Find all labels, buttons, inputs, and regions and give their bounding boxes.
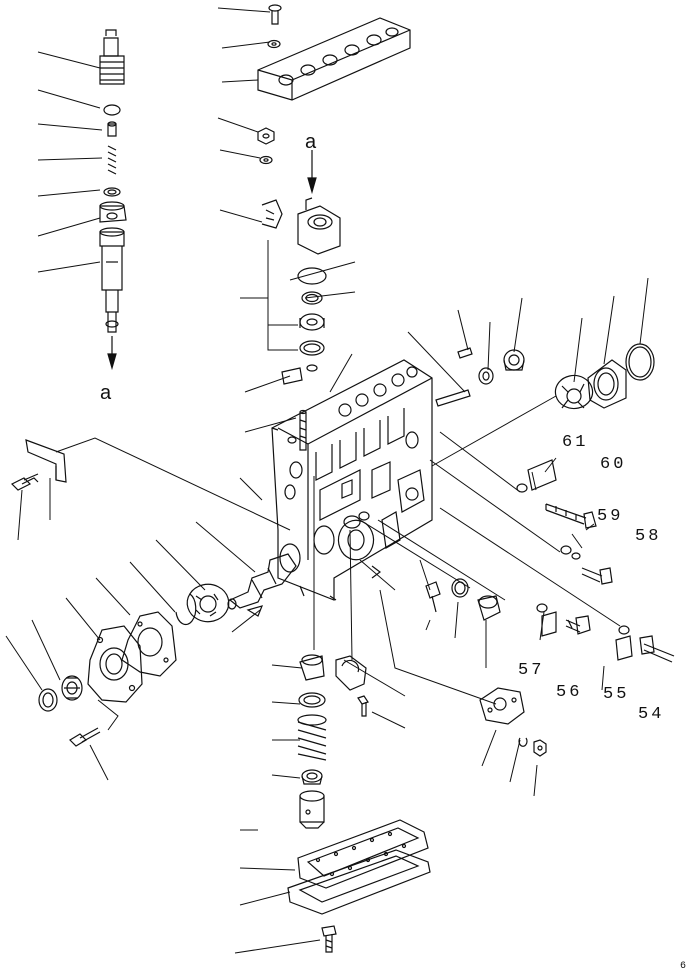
bearing-cover: [87, 625, 143, 703]
arrow-a-top: [307, 150, 317, 195]
leader-lines: [5, 7, 649, 954]
bolt-bottom: [321, 925, 337, 953]
washer-61: [516, 459, 557, 493]
callout-56: 56: [556, 683, 583, 702]
bolt-cover: [69, 727, 101, 747]
tappet-roller: [299, 790, 325, 829]
callout-59: 59: [597, 507, 624, 526]
spring-seat: [298, 692, 326, 708]
bolt-56: [565, 615, 591, 635]
washer-59: [560, 545, 581, 560]
o-ring-left: [38, 688, 58, 712]
cover-gasket: [121, 611, 177, 677]
bracket-clamp: [261, 199, 283, 229]
nut-and-washer: [257, 127, 275, 165]
ring-small: [478, 367, 494, 385]
callout-54: 54: [638, 705, 665, 724]
arrow-a-left: [107, 336, 117, 371]
callout-58: 58: [635, 527, 662, 546]
bolt-60: [545, 503, 597, 529]
lower-seat: [301, 769, 323, 785]
callout-55: 55: [603, 685, 630, 704]
bolt-58: [581, 567, 613, 585]
page-code: 6: [680, 961, 687, 972]
control-sleeve: [297, 197, 341, 255]
pin: [457, 347, 473, 359]
view-marker-top: a: [305, 131, 317, 153]
bottom-gasket: [287, 849, 431, 915]
tappet-top: [299, 654, 325, 681]
ring-and-nut: [518, 737, 547, 757]
plug-bolt: [425, 581, 441, 613]
snap-ring: [175, 593, 197, 626]
bolt-54: [639, 635, 675, 663]
stud: [299, 409, 307, 451]
bearing: [186, 583, 230, 623]
callout-57: 57: [518, 661, 545, 680]
small-bolt-mid: [357, 695, 369, 717]
plunger-barrel: [99, 227, 125, 333]
callout-60: 60: [600, 455, 627, 474]
plug-cap: [477, 595, 501, 621]
bearing-right: [587, 359, 627, 409]
rack: [435, 389, 471, 407]
plunger-spring: [297, 714, 327, 761]
coupling: [554, 374, 594, 410]
camshaft: [227, 543, 301, 610]
top-cover-plate: [257, 17, 411, 101]
pump-housing: [271, 359, 433, 601]
washer-57: [536, 603, 557, 637]
o-rings-center: [281, 267, 327, 385]
flange-plate: [479, 687, 525, 725]
delivery-valve-holder: [99, 29, 125, 85]
view-marker-left: a: [100, 382, 112, 404]
bushing: [503, 349, 525, 371]
bolt-left: [10, 473, 39, 491]
fuel-line-bracket: [25, 439, 67, 483]
delivery-valve-parts: [99, 104, 127, 223]
washer-55: [615, 625, 633, 661]
callout-61: 61: [562, 433, 589, 452]
oil-seal: [61, 675, 83, 701]
woodruff-key: [246, 605, 264, 617]
saddle-bracket: [335, 655, 367, 691]
washer-mid: [451, 578, 469, 598]
screw-top: [267, 4, 282, 49]
o-ring-right: [625, 343, 655, 381]
